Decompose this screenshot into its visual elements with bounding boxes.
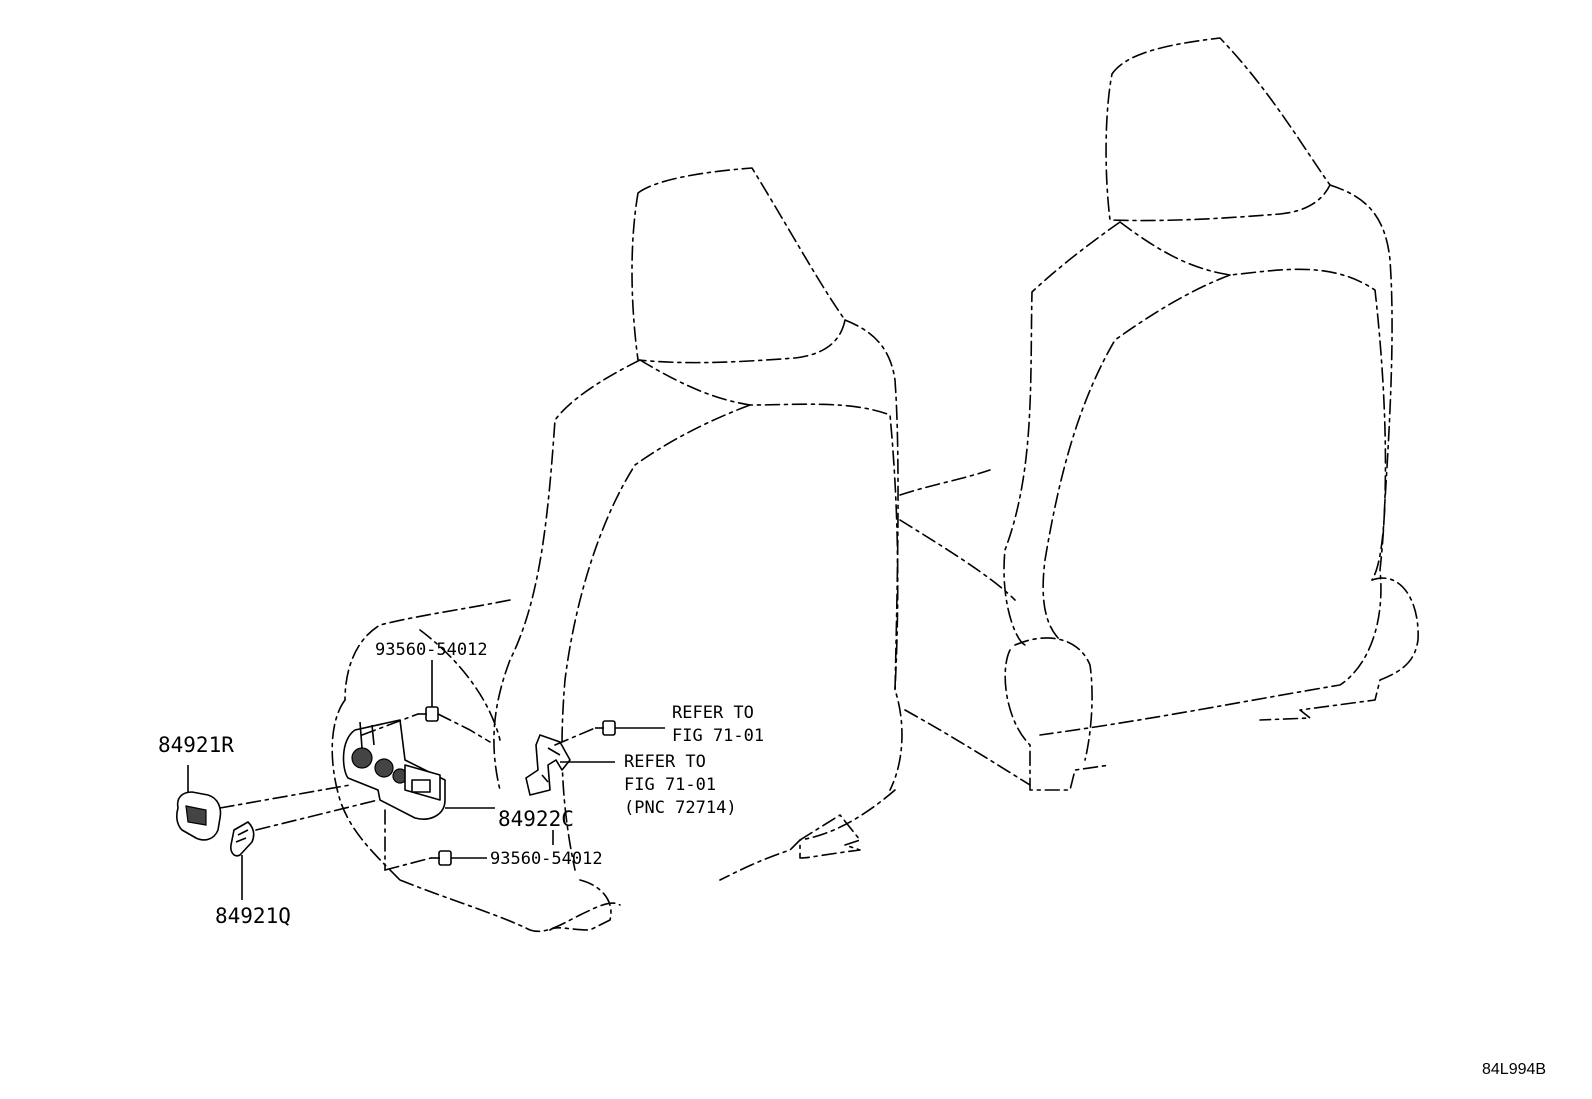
alignment-lines bbox=[219, 713, 596, 871]
bolt-lower bbox=[431, 850, 452, 866]
knob-2 bbox=[374, 758, 394, 778]
seat-switch-assembly bbox=[342, 719, 446, 820]
label-refer-lower-1: REFER TO bbox=[624, 752, 706, 772]
label-84921Q: 84921Q bbox=[215, 904, 291, 928]
label-84921R: 84921R bbox=[158, 733, 234, 757]
knob-cap-84921R bbox=[176, 791, 222, 841]
illustration-code: 84L994B bbox=[1482, 1061, 1546, 1078]
bolt-upper bbox=[418, 706, 439, 722]
label-refer-lower-3: (PNC 72714) bbox=[624, 798, 737, 818]
knob-cap-84921Q bbox=[230, 821, 255, 857]
label-bolt-upper: 93560-54012 bbox=[375, 640, 488, 660]
right-seat-outline bbox=[899, 37, 1419, 791]
label-bolt-lower: 93560-54012 bbox=[490, 849, 603, 869]
label-refer-upper-1: REFER TO bbox=[672, 703, 754, 723]
leader-lines bbox=[187, 660, 665, 900]
label-84922C: 84922C bbox=[498, 807, 574, 831]
knob-1 bbox=[351, 747, 373, 769]
bolt-refer bbox=[595, 720, 616, 736]
label-refer-upper-2: FIG 71-01 bbox=[672, 726, 764, 746]
seat-bracket bbox=[525, 734, 571, 796]
left-seat-outline bbox=[331, 167, 903, 933]
label-refer-lower-2: FIG 71-01 bbox=[624, 775, 716, 795]
